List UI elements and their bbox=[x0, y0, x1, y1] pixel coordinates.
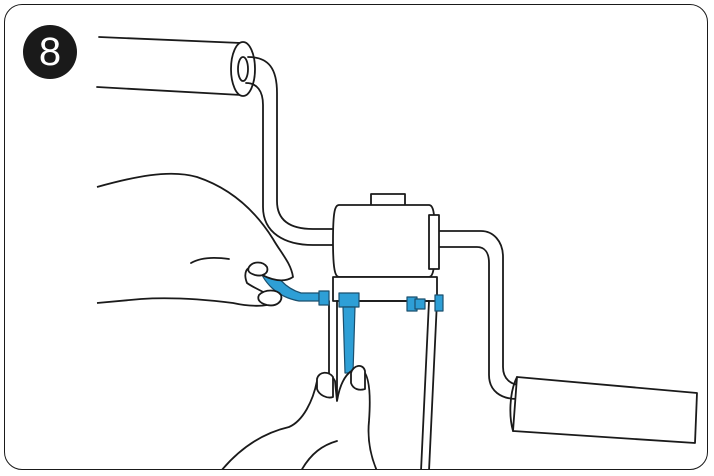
right-grip bbox=[510, 377, 697, 443]
step-number: 8 bbox=[39, 32, 61, 72]
hex-key-center bbox=[339, 293, 359, 373]
handlebar-assembly-illustration bbox=[5, 5, 708, 470]
left-bar bbox=[246, 57, 335, 245]
left-grip bbox=[97, 37, 255, 96]
step-number-badge: 8 bbox=[23, 25, 77, 79]
instruction-panel: 8 bbox=[4, 4, 708, 470]
head-block bbox=[333, 194, 439, 277]
right-bar bbox=[437, 231, 521, 399]
lower-hand bbox=[221, 366, 377, 470]
